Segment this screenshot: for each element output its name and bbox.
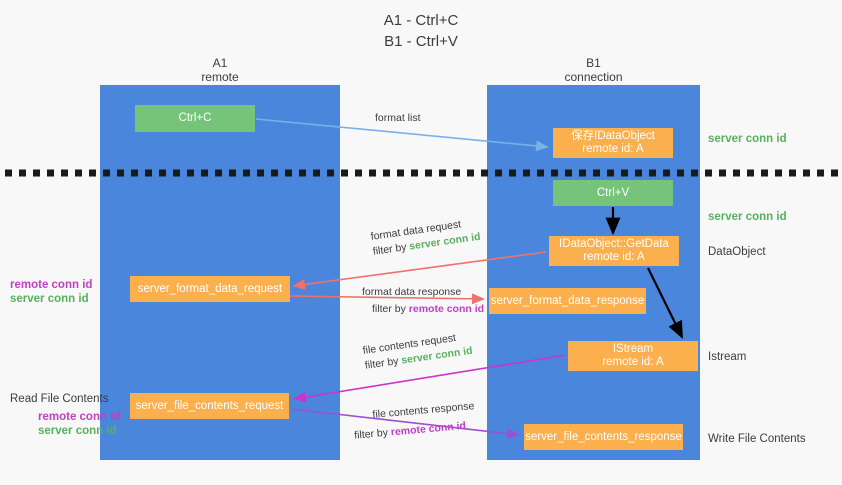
title-line-2: B1 - Ctrl+V (384, 33, 458, 50)
label-read-file-contents: Read File Contents (10, 393, 109, 405)
filter-prefix: filter by (353, 426, 392, 442)
lane-header-a1: A1 remote (100, 56, 340, 84)
edge-label-format-list: format list (375, 112, 421, 124)
box-ctrl-v-label: Ctrl+V (596, 186, 630, 199)
filter-prefix: filter by (372, 303, 409, 315)
lane-a-role: remote (201, 70, 239, 84)
label-remote-conn-id-2: remote conn id (38, 411, 121, 423)
label-server-conn-id-2: server conn id (38, 425, 117, 437)
label-left-conn-ids-format: remote conn id server conn id (10, 278, 92, 306)
edge-label-format-data-response: format data response filter by remote co… (362, 286, 484, 316)
box-idataobject-getdata[interactable]: IDataObject::GetData remote id: A (549, 236, 679, 266)
edge-label-file-contents-response-title: file contents response (372, 400, 475, 421)
box-getdata-text: IDataObject::GetData remote id: A (555, 238, 673, 264)
label-dataobject: DataObject (708, 246, 766, 258)
filter-prefix: filter by (364, 354, 403, 372)
box-server-file-contents-response-label: server_file_contents_response (525, 430, 682, 443)
box-istream-line1: IStream (612, 343, 654, 355)
box-getdata-line1: IDataObject::GetData (559, 238, 669, 250)
label-server-conn-id-1: server conn id (10, 293, 89, 305)
box-server-file-contents-request[interactable]: server_file_contents_request (130, 393, 289, 419)
lane-a-name: A1 (212, 56, 228, 70)
box-istream-line2: remote id: A (602, 356, 664, 368)
box-ctrl-c-label: Ctrl+C (178, 112, 212, 124)
lane-header-b1: B1 connection (487, 56, 700, 84)
label-server-conn-id-top: server conn id (708, 133, 787, 145)
box-server-format-data-response[interactable]: server_format_data_response (489, 288, 646, 314)
edge-label-file-contents-response-filter: filter by remote conn id (354, 419, 477, 443)
label-write-file-contents: Write File Contents (708, 433, 806, 445)
box-server-file-contents-request-label: server_file_contents_request (135, 399, 284, 412)
title-line-1: A1 - Ctrl+C (383, 12, 459, 29)
lane-b-role: connection (564, 70, 623, 84)
box-istream-text: IStream remote id: A (598, 343, 667, 369)
box-server-format-data-request[interactable]: server_format_data_request (130, 276, 290, 302)
edge-label-file-contents-request: file contents request filter by server c… (362, 330, 473, 373)
box-save-idataobject-text: 保存IDataObject remote id: A (567, 130, 659, 156)
edge-label-format-data-response-title: format data response (362, 286, 462, 298)
edge-label-file-contents-response: file contents response filter by remote … (354, 400, 477, 442)
edge-label-format-data-request: format data request filter by server con… (370, 216, 481, 259)
box-save-idataobject-line1: 保存IDataObject (571, 130, 655, 142)
box-save-idataobject-line2: remote id: A (582, 143, 644, 155)
box-ctrl-c[interactable]: Ctrl+C (135, 105, 255, 132)
box-server-format-data-request-label: server_format_data_request (137, 282, 283, 295)
filter-prefix: filter by (372, 240, 411, 258)
lane-b-name: B1 (586, 56, 601, 70)
label-remote-conn-id-1: remote conn id (10, 279, 93, 291)
filter-target-remote-conn-id: remote conn id (390, 419, 467, 439)
filter-target-remote-conn-id: remote conn id (408, 303, 485, 315)
label-left-conn-ids-file: remote conn id server conn id (38, 410, 120, 438)
box-save-idataobject[interactable]: 保存IDataObject remote id: A (553, 128, 673, 158)
label-istream: Istream (708, 351, 747, 363)
box-ctrl-v[interactable]: Ctrl+V (553, 180, 673, 206)
box-server-format-data-response-label: server_format_data_response (490, 294, 645, 307)
box-getdata-line2: remote id: A (583, 251, 645, 263)
page-title: A1 - Ctrl+C B1 - Ctrl+V (0, 10, 842, 52)
box-istream[interactable]: IStream remote id: A (568, 341, 698, 371)
box-server-file-contents-response[interactable]: server_file_contents_response (524, 424, 683, 450)
label-server-conn-id-mid: server conn id (708, 211, 787, 223)
edge-label-format-data-response-filter: filter by remote conn id (372, 303, 484, 316)
